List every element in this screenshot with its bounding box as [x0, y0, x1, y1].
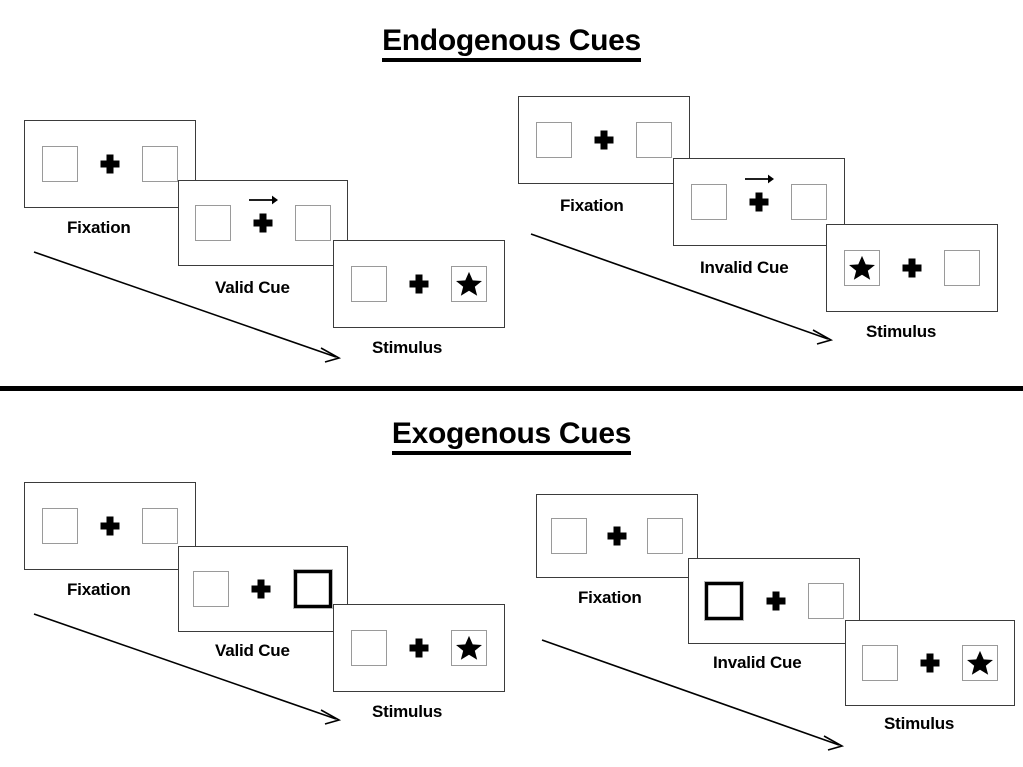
stage-label-fixation: Fixation — [578, 588, 642, 607]
stage-label-fixation: Fixation — [560, 196, 624, 215]
trial-frame-invalid-cue — [688, 558, 860, 644]
stage-label-fixation: Fixation — [67, 218, 131, 237]
right-placeholder-box — [636, 122, 672, 158]
arrow-right-icon — [248, 193, 278, 205]
arrow-diagonal-icon — [530, 232, 840, 347]
stage-label-stimulus: Stimulus — [884, 714, 955, 733]
star-icon — [456, 271, 482, 296]
trial-frame-fixation — [24, 482, 196, 570]
right-placeholder-box — [791, 184, 827, 220]
trial-frame-invalid-cue — [673, 158, 845, 246]
plus-icon — [100, 154, 120, 174]
arrow-right-icon — [744, 172, 774, 184]
stage-label-stimulus: Stimulus — [372, 338, 443, 357]
arrow-diagonal-icon-exogenous-invalid — [46, 612, 47, 613]
left-placeholder-box — [536, 122, 572, 158]
right-placeholder-box-cued — [293, 569, 333, 609]
plus-icon — [766, 591, 786, 611]
trial-frame-fixation — [24, 120, 196, 208]
plus-icon — [745, 174, 774, 212]
trial-frame-fixation — [518, 96, 690, 184]
right-placeholder-box-with-target — [451, 266, 487, 302]
right-placeholder-box — [295, 205, 331, 241]
stage-label-stimulus: Stimulus — [866, 322, 937, 341]
arrow-diagonal-icon — [541, 638, 851, 753]
section-title-endogenous-text: Endogenous Cues — [382, 24, 641, 62]
plus-icon — [251, 579, 271, 599]
stage-label-stimulus: Stimulus — [372, 702, 443, 721]
plus-icon — [594, 130, 614, 150]
stage-label-valid-cue: Valid Cue — [215, 278, 290, 297]
left-placeholder-box — [351, 630, 387, 666]
left-placeholder-box — [195, 205, 231, 241]
trial-frame-valid-cue — [178, 546, 348, 632]
right-placeholder-box — [142, 146, 178, 182]
trial-frame-stimulus — [826, 224, 998, 312]
left-placeholder-box — [193, 571, 229, 607]
section-divider — [0, 386, 1023, 391]
left-placeholder-box-cued — [704, 581, 744, 621]
arrow-diagonal-icon — [33, 612, 348, 727]
left-placeholder-box — [551, 518, 587, 554]
plus-icon — [920, 653, 940, 673]
star-icon — [849, 255, 875, 280]
section-title-exogenous: Exogenous Cues — [0, 417, 1023, 455]
stage-label-invalid-cue: Invalid Cue — [713, 653, 802, 672]
plus-icon — [100, 516, 120, 536]
section-title-exogenous-text: Exogenous Cues — [391, 417, 631, 455]
right-placeholder-box — [142, 508, 178, 544]
trial-frame-stimulus — [845, 620, 1015, 706]
left-placeholder-box — [42, 146, 78, 182]
stage-label-fixation: Fixation — [67, 580, 131, 599]
stage-label-invalid-cue: Invalid Cue — [700, 258, 789, 277]
left-placeholder-box — [691, 184, 727, 220]
plus-icon — [409, 274, 429, 294]
plus-icon — [607, 526, 627, 546]
left-placeholder-box — [351, 266, 387, 302]
right-placeholder-box-with-target — [962, 645, 998, 681]
stage-label-valid-cue: Valid Cue — [215, 641, 290, 660]
trial-frame-fixation — [536, 494, 698, 578]
right-placeholder-box — [944, 250, 980, 286]
left-placeholder-box — [862, 645, 898, 681]
star-icon — [967, 650, 993, 675]
trial-frame-stimulus — [333, 604, 505, 692]
section-title-endogenous: Endogenous Cues — [0, 24, 1023, 62]
plus-icon — [902, 258, 922, 278]
right-placeholder-box-with-target — [451, 630, 487, 666]
arrow-diagonal-icon — [33, 250, 348, 365]
left-placeholder-box-with-target — [844, 250, 880, 286]
right-placeholder-box — [647, 518, 683, 554]
left-placeholder-box — [42, 508, 78, 544]
trial-frame-valid-cue — [178, 180, 348, 266]
right-placeholder-box — [808, 583, 844, 619]
trial-frame-stimulus — [333, 240, 505, 328]
star-icon — [456, 635, 482, 660]
plus-icon — [249, 195, 278, 233]
plus-icon — [409, 638, 429, 658]
